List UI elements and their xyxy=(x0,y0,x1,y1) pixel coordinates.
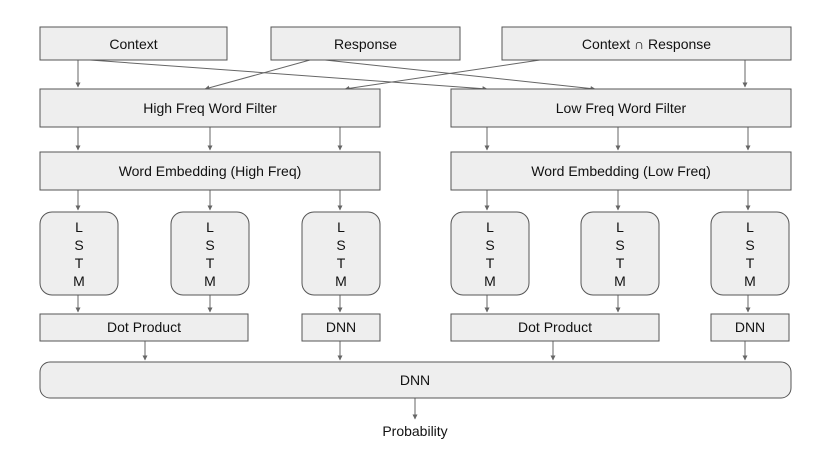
lstm-node-2: L S T M xyxy=(170,211,250,296)
lstm-node-3: L S T M xyxy=(301,211,381,296)
lstm-letter: M xyxy=(744,273,756,289)
dnn-final-node: DNN xyxy=(39,361,792,399)
low-freq-word-filter-node: Low Freq Word Filter xyxy=(450,88,792,128)
lstm-letter: L xyxy=(486,219,494,235)
context-intersection-response-node: Context ∩ Response xyxy=(501,26,792,61)
lstm-letter: S xyxy=(615,237,624,253)
dnn-high-node: DNN xyxy=(301,313,381,342)
context-node: Context xyxy=(39,26,228,61)
lstm-letter: T xyxy=(206,255,215,271)
dnn-low-label: DNN xyxy=(735,319,765,335)
lstm-node-5: L S T M xyxy=(580,211,660,296)
word-embedding-high-node: Word Embedding (High Freq) xyxy=(39,151,381,191)
lstm-letter: S xyxy=(205,237,214,253)
lstm-node-6: L S T M xyxy=(710,211,790,296)
high-freq-word-filter-node: High Freq Word Filter xyxy=(39,88,381,128)
lstm-letter: T xyxy=(616,255,625,271)
lstm-node-1: L S T M xyxy=(39,211,119,296)
lstm-letter: M xyxy=(335,273,347,289)
low-freq-word-filter-label: Low Freq Word Filter xyxy=(556,100,687,116)
dnn-low-node: DNN xyxy=(710,313,790,342)
edge-context-to-low-filter xyxy=(89,59,488,92)
lstm-letter: S xyxy=(336,237,345,253)
word-embedding-low-node: Word Embedding (Low Freq) xyxy=(450,151,792,191)
lstm-letter: L xyxy=(616,219,624,235)
response-node: Response xyxy=(270,26,461,61)
dnn-high-label: DNN xyxy=(326,319,356,335)
lstm-letter: L xyxy=(337,219,345,235)
response-label: Response xyxy=(334,36,397,52)
edge-response-to-high-filter xyxy=(204,59,311,91)
lstm-letter: T xyxy=(486,255,495,271)
lstm-letter: L xyxy=(746,219,754,235)
lstm-letter: S xyxy=(485,237,494,253)
word-embedding-low-label: Word Embedding (Low Freq) xyxy=(531,163,710,179)
dot-product-high-node: Dot Product xyxy=(39,313,249,342)
context-intersection-response-label: Context ∩ Response xyxy=(582,36,711,52)
lstm-letter: T xyxy=(75,255,84,271)
dnn-final-label: DNN xyxy=(400,372,430,388)
edges xyxy=(75,59,751,420)
dot-product-high-label: Dot Product xyxy=(107,319,181,335)
lstm-letter: M xyxy=(614,273,626,289)
word-embedding-high-label: Word Embedding (High Freq) xyxy=(119,163,302,179)
lstm-letter: L xyxy=(75,219,83,235)
edge-response-to-low-filter xyxy=(324,59,596,92)
lstm-letter: L xyxy=(206,219,214,235)
high-freq-word-filter-label: High Freq Word Filter xyxy=(143,100,277,116)
dot-product-low-node: Dot Product xyxy=(450,313,660,342)
edge-intersection-to-high-filter xyxy=(344,59,541,91)
lstm-node-4: L S T M xyxy=(450,211,530,296)
lstm-letter: T xyxy=(337,255,346,271)
dot-product-low-label: Dot Product xyxy=(518,319,592,335)
probability-output-label: Probability xyxy=(382,423,447,439)
lstm-letter: S xyxy=(74,237,83,253)
lstm-letter: T xyxy=(746,255,755,271)
lstm-letter: M xyxy=(73,273,85,289)
lstm-letter: M xyxy=(204,273,216,289)
lstm-letter: S xyxy=(745,237,754,253)
lstm-letter: M xyxy=(484,273,496,289)
context-label: Context xyxy=(109,36,157,52)
